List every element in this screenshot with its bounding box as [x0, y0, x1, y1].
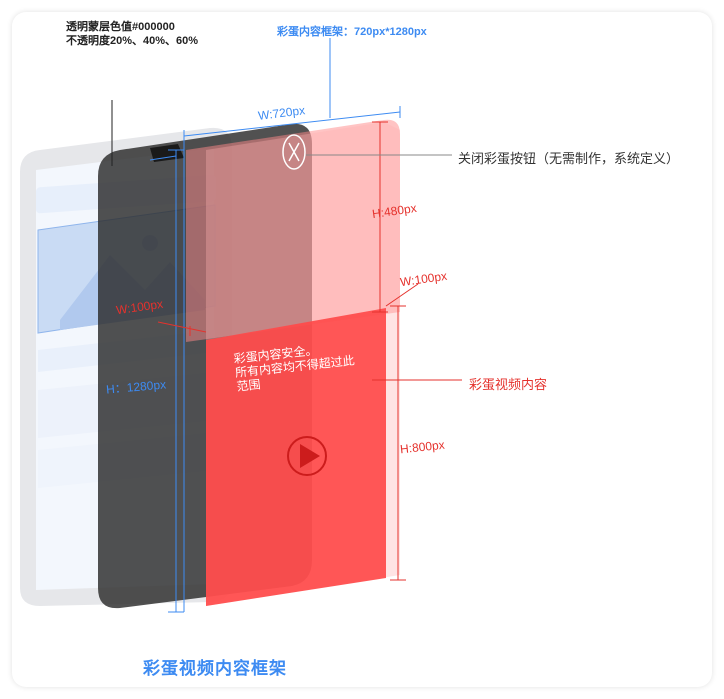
mask-note-line2: 不透明度20%、40%、60%: [66, 35, 199, 47]
red-upper-layer: [186, 119, 400, 343]
close-icon: [282, 134, 306, 170]
egg-content-note: 彩蛋视频内容: [469, 377, 548, 392]
mask-note-line1: 透明蒙层色值#000000: [66, 21, 175, 33]
red-content-area: [206, 308, 386, 606]
mask-note: 透明蒙层色值#000000 不透明度20%、40%、60%: [66, 20, 198, 48]
close-button-note: 关闭彩蛋按钮（无需制作，系统定义）: [458, 151, 680, 166]
play-icon: [287, 436, 327, 476]
diagram-title: 彩蛋视频内容框架: [143, 659, 287, 678]
red-dimension-lines: [157, 121, 419, 581]
frame-title-note: 彩蛋内容框架：720px*1280px: [277, 26, 427, 38]
blue-dimension-lines: [111, 38, 401, 613]
